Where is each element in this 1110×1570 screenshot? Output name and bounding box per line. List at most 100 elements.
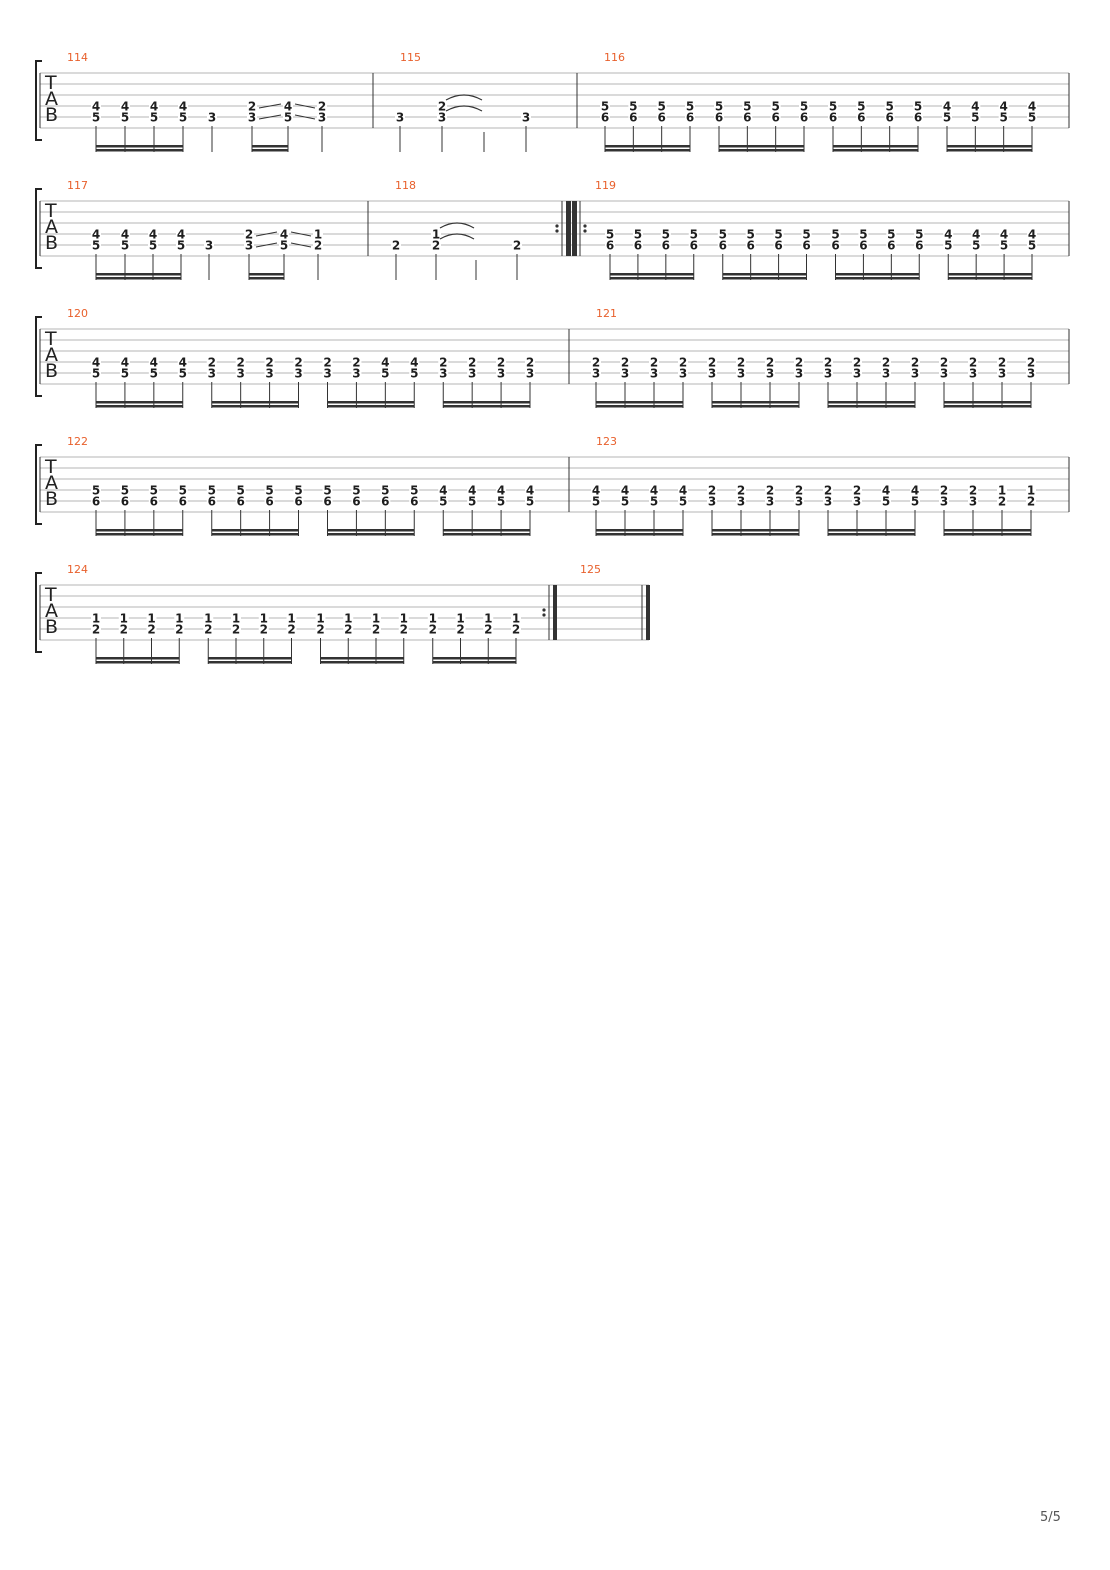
fret-number: 3 [294,367,302,381]
fret-number: 3 [940,367,948,381]
fret-number: 5 [944,239,952,253]
fret-mask [511,612,521,623]
fret-mask [391,239,401,250]
fret-number: 2 [853,356,861,370]
fret-number: 6 [352,495,360,509]
fret-mask [148,228,158,239]
fret-mask [293,484,304,495]
fret-number: 3 [766,495,774,509]
repeat-dot [542,613,546,617]
fret-number: 4 [92,100,100,114]
fret-number: 2 [372,623,380,637]
beam [719,149,804,152]
fret-mask [742,111,753,122]
fret-mask [286,623,297,634]
fret-mask [742,100,753,111]
fret-mask [146,623,157,634]
fret-mask [770,111,781,122]
fret-number: 4 [999,100,1007,114]
fret-mask [283,111,293,122]
beam [96,145,183,148]
fret-number: 2 [175,623,183,637]
fret-number: 2 [882,356,890,370]
fret-mask [620,495,630,506]
system-4: TAB1225656565656565656565656564545454512… [35,435,1070,536]
fret-number: 5 [650,495,658,509]
fret-mask [455,623,466,634]
fret-mask [910,484,920,495]
fret-number: 1 [372,612,380,626]
fret-mask [91,100,101,111]
fret-mask [91,239,101,250]
fret-mask [118,623,129,634]
fret-mask [913,100,923,111]
fret-number: 3 [208,367,216,381]
fret-mask [971,228,982,239]
fret-number: 4 [284,100,292,114]
repeat-dot [555,229,559,233]
fret-number: 3 [323,367,331,381]
fret-number: 3 [853,367,861,381]
beam [208,661,292,664]
fret-mask [649,484,659,495]
fret-mask [119,356,130,367]
fret-number: 6 [179,495,187,509]
beam [835,273,920,276]
fret-mask [1027,111,1037,122]
beam [948,277,1032,280]
fret-mask [235,367,246,378]
beam [96,405,183,408]
fret-number: 3 [318,111,326,125]
fret-mask [455,612,466,623]
fret-mask [884,111,895,122]
fret-number: 3 [396,111,404,125]
fret-number: 2 [314,239,322,253]
fret-number: 5 [743,100,751,114]
fret-number: 5 [526,495,534,509]
fret-number: 2 [400,623,408,637]
fret-mask [620,367,630,378]
fret-number: 2 [248,100,256,114]
fret-mask [438,495,449,506]
fret-number: 3 [940,495,948,509]
fret-mask [823,356,833,367]
fret-number: 3 [824,367,832,381]
fret-mask [914,228,925,239]
fret-number: 5 [882,495,890,509]
fret-mask [149,111,159,122]
beam [828,529,915,532]
fret-number: 4 [592,484,600,498]
fret-number: 6 [381,495,389,509]
tie-arc [445,94,483,101]
fret-number: 6 [606,239,614,253]
fret-mask [483,623,494,634]
fret-mask [177,356,188,367]
fret-number: 3 [679,367,687,381]
fret-number: 5 [592,495,600,509]
fret-mask [91,367,101,378]
fret-number: 2 [287,623,295,637]
fret-mask [770,100,781,111]
fret-number: 3 [245,239,253,253]
fret-number: 2 [236,356,244,370]
slide-line [294,103,316,109]
fret-number: 2 [468,356,476,370]
fret-mask [794,484,804,495]
fret-number: 5 [1028,239,1036,253]
fret-mask [207,111,217,122]
measure-125 [641,585,650,640]
fret-number: 6 [743,111,751,125]
fret-number: 6 [629,111,637,125]
fret-mask [343,623,354,634]
fret-mask [830,228,841,239]
fret-number: 2 [513,239,521,253]
fret-number: 1 [147,612,155,626]
fret-number: 4 [468,484,476,498]
beam [327,405,415,408]
beam [835,277,920,280]
beam [96,277,181,280]
fret-number: 4 [121,356,129,370]
fret-number: 3 [708,495,716,509]
measure-number: 119 [595,179,616,192]
